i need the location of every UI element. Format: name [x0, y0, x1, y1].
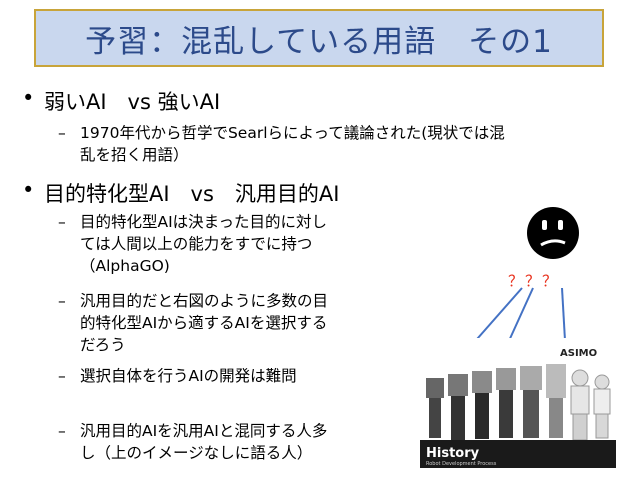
sub-item-weak-strong-ai: – 1970年代から哲学でSearlらによって議論された(現状では混 乱を招く用…: [58, 122, 618, 166]
sub-text: 選択自体を行うAIの開発は難問: [80, 367, 297, 385]
history-label: History: [426, 446, 480, 461]
bullet-weak-strong-ai: • 弱いAI vs 強いAI: [22, 86, 220, 116]
question-marks: ？？？: [508, 272, 560, 290]
title-box: 予習：混乱している用語 その1: [34, 9, 604, 67]
dash-marker: –: [58, 292, 66, 310]
bullet-dot: •: [22, 178, 35, 202]
bullet-text: 目的特化型AI vs 汎用目的AI: [44, 182, 340, 206]
bullet-dot: •: [22, 86, 35, 110]
sub-item-confusion: – 汎用目的AIを汎用AIと混同する人多 し（上のイメージなしに語る人）: [58, 420, 403, 464]
sub-text: 1970年代から哲学でSearlらによって議論された(現状では混 乱を招く用語）: [80, 124, 505, 164]
sub-item-selection-difficult: – 選択自体を行うAIの開発は難問: [58, 365, 403, 387]
history-sub-label: Robot Development Process: [426, 461, 497, 467]
sub-text: 目的特化型AIは決まった目的に対し ては人間以上の能力をすでに持つ （Alpha…: [80, 213, 328, 275]
sub-item-specialized-ai: – 目的特化型AIは決まった目的に対し ては人間以上の能力をすでに持つ （Alp…: [58, 211, 403, 277]
confused-face-icon: [527, 207, 579, 259]
dash-marker: –: [58, 213, 66, 231]
dash-marker: –: [58, 422, 66, 440]
robot-lineup-graphic: ASIMO History Robot Development Process: [420, 348, 616, 468]
dash-marker: –: [58, 124, 66, 142]
bullet-specialized-general-ai: • 目的特化型AI vs 汎用目的AI: [22, 178, 340, 208]
dash-marker: –: [58, 367, 66, 385]
slide-title: 予習：混乱している用語 その1: [85, 23, 553, 60]
bullet-text: 弱いAI vs 強いAI: [44, 90, 221, 114]
sub-text: 汎用目的だと右図のように多数の目 的特化型AIから適するAIを選択する だろう: [80, 292, 329, 354]
sub-text: 汎用目的AIを汎用AIと混同する人多 し（上のイメージなしに語る人）: [80, 422, 328, 462]
asimo-logo: ASIMO: [560, 348, 597, 359]
robot-history-image: ASIMO History Robot Development Process: [420, 338, 616, 468]
sub-item-general-ai-selection: – 汎用目的だと右図のように多数の目 的特化型AIから適するAIを選択する だろ…: [58, 290, 403, 356]
